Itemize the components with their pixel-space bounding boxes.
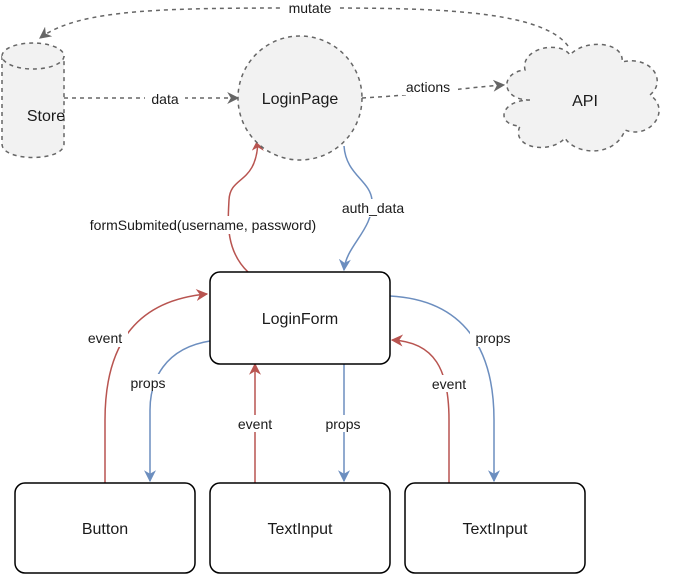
login-form-node: LoginForm	[209, 271, 391, 365]
button-node: Button	[14, 482, 196, 574]
edge-label-mutate: mutate	[289, 0, 332, 16]
login-page-label: LoginPage	[262, 91, 339, 108]
login-form-label: LoginForm	[262, 311, 338, 328]
edge-label-props-input1: props	[325, 416, 360, 432]
edge-label-props-button: props	[130, 375, 165, 391]
store-label: Store	[27, 108, 65, 125]
text-input-1-label: TextInput	[268, 521, 333, 538]
login-page-node: LoginPage	[237, 35, 363, 161]
edge-label-auth-data: auth_data	[342, 200, 404, 216]
api-node: API	[503, 43, 660, 152]
edge-label-props-input2: props	[475, 330, 510, 346]
edge-props-button	[144, 340, 211, 483]
edge-form-submitted	[227, 138, 264, 273]
edge-label-form-submitted: formSubmited(username, password)	[90, 217, 316, 233]
edge-label-actions: actions	[406, 79, 450, 95]
text-input-2-label: TextInput	[463, 521, 528, 538]
store-node: Store	[1, 42, 65, 159]
edge-event-input2	[390, 334, 450, 483]
edge-label-data: data	[151, 91, 178, 107]
text-input-2-node: TextInput	[404, 482, 586, 574]
edge-label-event-button: event	[88, 330, 122, 346]
api-label: API	[572, 93, 598, 110]
button-label: Button	[82, 521, 128, 538]
edge-label-event-input1: event	[238, 416, 272, 432]
edge-label-event-input2: event	[432, 376, 466, 392]
edge-actions	[361, 79, 506, 99]
text-input-1-node: TextInput	[209, 482, 391, 574]
